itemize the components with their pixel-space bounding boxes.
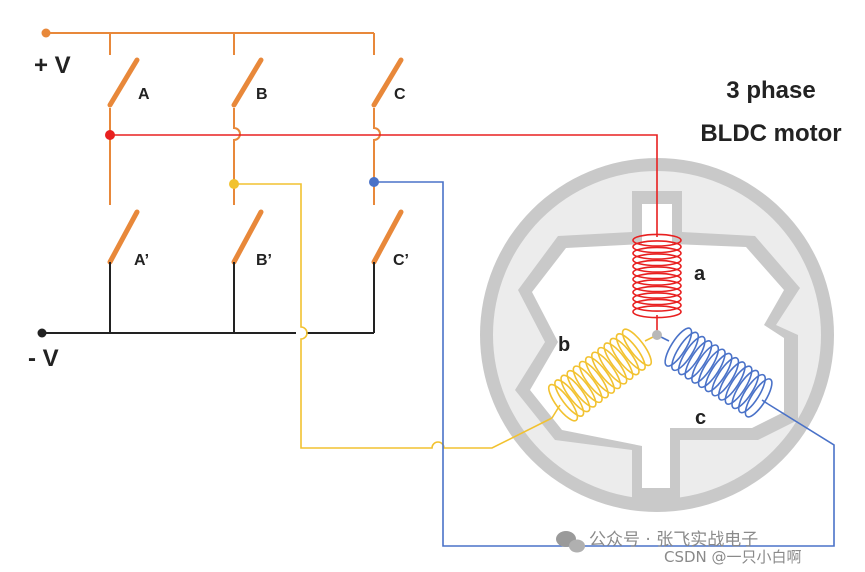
coil-c-turn xyxy=(664,327,693,367)
inverter-wiring xyxy=(46,32,381,205)
coil-a-turn xyxy=(632,240,682,254)
watermark-line1: 公众号 · 张飞实战电子 xyxy=(589,530,758,550)
switch-C xyxy=(371,57,404,108)
wechat-icon xyxy=(556,531,585,553)
coil-c-turn xyxy=(731,369,760,410)
motor-title-line2: BLDC motor xyxy=(700,120,841,147)
motor-title-line1: 3 phase xyxy=(726,77,815,104)
positive-label: + V xyxy=(34,52,71,79)
coil-c-turn xyxy=(671,331,700,372)
coil-a-turn xyxy=(632,266,682,280)
coil-b-turn xyxy=(609,337,640,376)
coil-c-turn xyxy=(704,352,733,393)
coil-c xyxy=(664,327,773,418)
phase-label-a: a xyxy=(694,263,706,285)
watermark: 公众号 · 张飞实战电子 CSDN @一只小白啊 xyxy=(556,530,802,566)
coil-b-turn xyxy=(578,360,609,399)
switch-B-prime xyxy=(231,209,264,265)
coil-b-turn xyxy=(547,383,579,422)
phase-label-c: c xyxy=(695,407,706,429)
coil-b-turn xyxy=(603,342,634,381)
coil-c-turn xyxy=(684,340,713,380)
coil-a-turn xyxy=(632,298,682,312)
switch-label-C: C xyxy=(394,86,406,103)
coil-c-turn xyxy=(737,373,766,414)
coil-c-turn xyxy=(711,356,740,397)
coil-a-turn xyxy=(632,259,682,273)
coil-b-turn xyxy=(615,333,646,371)
negative-label: - V xyxy=(28,345,59,372)
phase-a-wire xyxy=(110,134,658,232)
switch-A-prime xyxy=(107,209,140,265)
coil-a-turn xyxy=(632,292,682,306)
coil-b-turn xyxy=(566,369,597,408)
watermark-line2: CSDN @一只小白啊 xyxy=(664,548,802,566)
phase-label-b: b xyxy=(558,334,570,356)
node-b xyxy=(229,179,239,189)
switch-contacts xyxy=(107,57,404,265)
switch-label-A-prime: A’ xyxy=(134,252,149,269)
coil-a-turn xyxy=(632,253,682,267)
coil-c-turn xyxy=(697,348,726,389)
switch-label-B: B xyxy=(256,86,268,103)
coil-c-turn xyxy=(724,365,753,405)
switch-label-B-prime: B’ xyxy=(256,252,272,269)
coil-a-turn xyxy=(632,279,682,293)
coil-b-turn xyxy=(584,356,616,394)
coil-b xyxy=(547,328,653,422)
stator xyxy=(480,158,834,512)
switch-label-A: A xyxy=(138,86,150,103)
coil-c-turn xyxy=(717,361,746,401)
switch-A xyxy=(107,57,140,108)
coil-b-turn xyxy=(597,346,628,385)
coil-a-turn xyxy=(632,272,682,286)
stator-core-inner xyxy=(530,204,784,488)
coil-b-turn xyxy=(621,328,653,367)
node-c xyxy=(369,177,379,187)
coil-c-turn xyxy=(691,344,720,384)
coil-a-turn xyxy=(632,285,682,299)
negative-wiring xyxy=(42,262,375,334)
coil-b-lead xyxy=(551,404,561,419)
node-a xyxy=(105,130,115,140)
switch-C-prime xyxy=(371,209,404,265)
coil-b-turn xyxy=(554,379,585,417)
switch-B xyxy=(231,57,264,108)
coil-a-turn xyxy=(632,246,682,260)
negative-terminal xyxy=(37,328,47,338)
phase-c-wire xyxy=(374,181,835,547)
star-point xyxy=(652,330,662,340)
coil-c-lead xyxy=(761,399,769,405)
coil-c-turn xyxy=(677,335,706,376)
coil-b-turn xyxy=(560,374,591,413)
positive-terminal xyxy=(41,28,51,38)
coil-b-turn xyxy=(572,365,603,404)
switch-label-C-prime: C’ xyxy=(393,252,409,269)
coil-b-turn xyxy=(591,351,622,390)
